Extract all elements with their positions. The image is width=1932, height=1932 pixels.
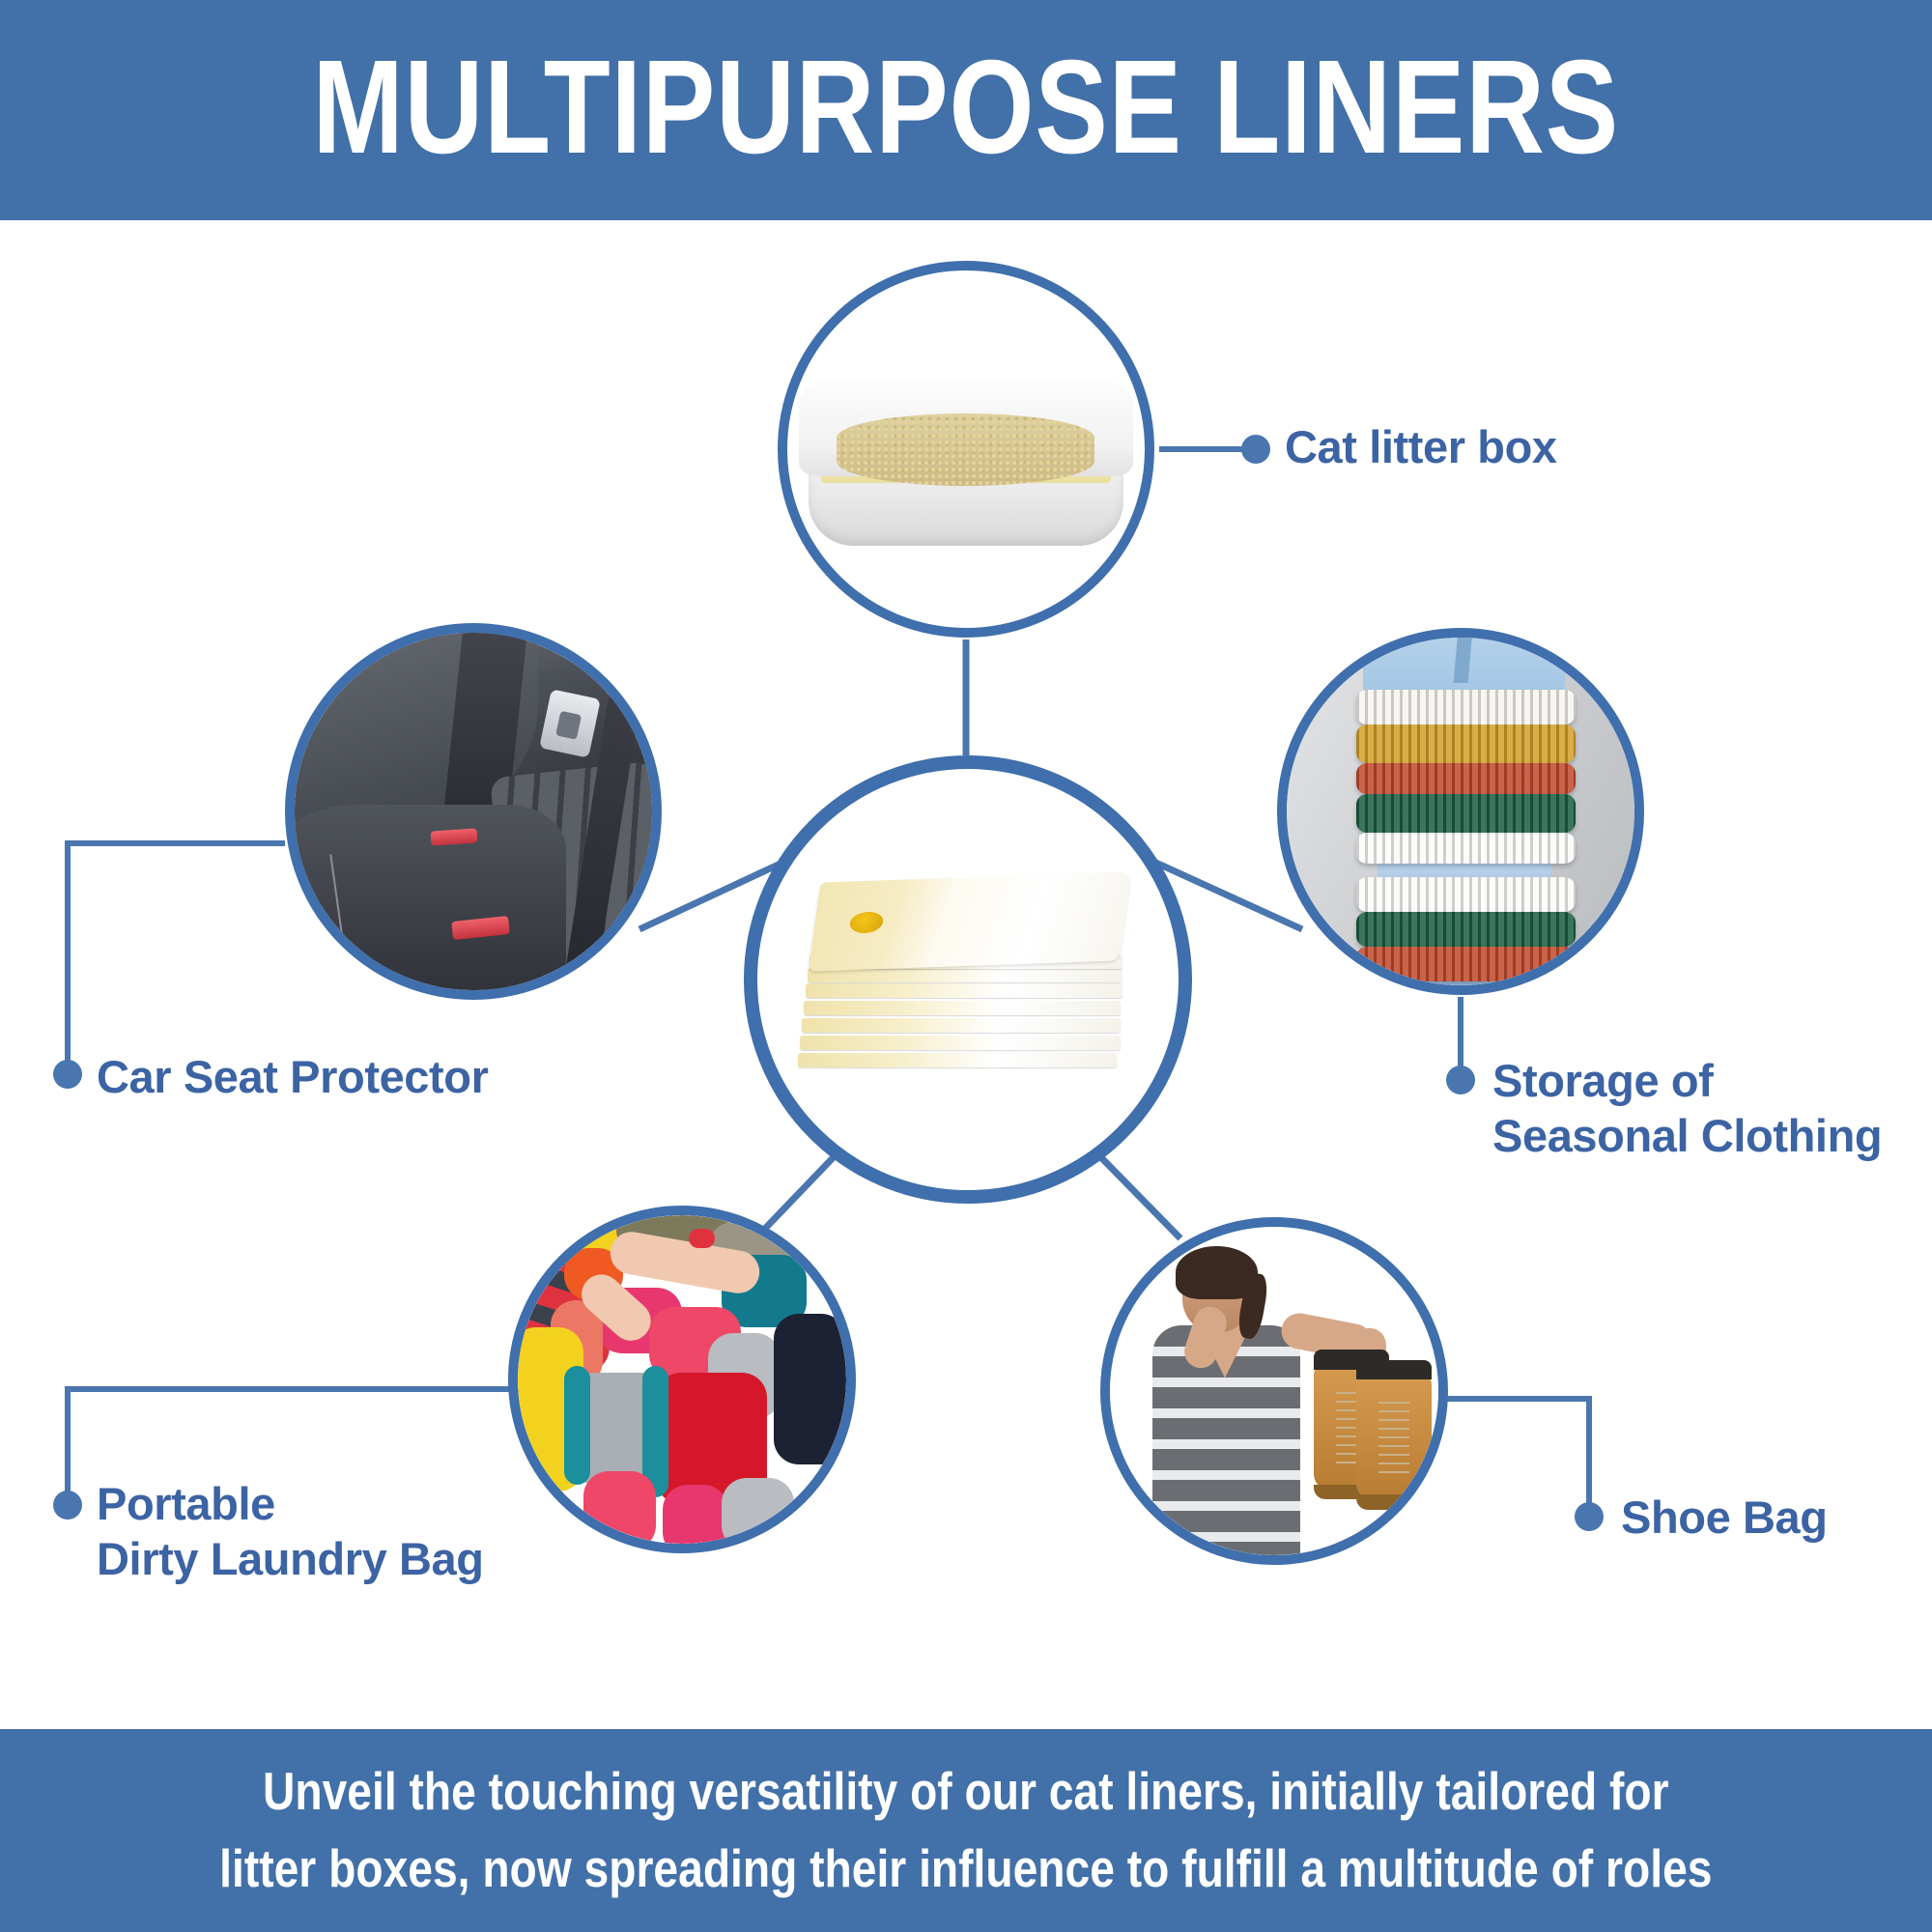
connector-shoe-bag-label bbox=[1438, 1396, 1592, 1507]
label-storage-seasonal-clothing: Storage of Seasonal Clothing bbox=[1492, 1055, 1883, 1162]
center-node-image bbox=[757, 769, 1179, 1190]
footer-banner: Unveil the touching versatility of our c… bbox=[0, 1729, 1932, 1932]
page-title: MULTIPURPOSE LINERS bbox=[312, 33, 1620, 182]
dot-clothing bbox=[1446, 1065, 1475, 1094]
litter-box-illustration bbox=[799, 379, 1133, 546]
label-shoe-bag: Shoe Bag bbox=[1621, 1492, 1828, 1543]
node-storage-seasonal-clothing[interactable] bbox=[1277, 628, 1644, 995]
car-seat-image bbox=[295, 633, 652, 990]
connector-dots bbox=[53, 435, 1604, 1531]
shoe-bag-illustration bbox=[1110, 1227, 1438, 1555]
dot-cat-litter-box bbox=[1241, 435, 1270, 464]
node-portable-dirty-laundry-bag[interactable] bbox=[508, 1206, 856, 1553]
node-car-seat-protector[interactable] bbox=[285, 623, 662, 1000]
label-cat-litter-box: Cat litter box bbox=[1285, 421, 1557, 472]
node-cat-litter-box[interactable] bbox=[778, 261, 1154, 638]
dirty-laundry-image bbox=[518, 1215, 846, 1544]
seasonal-clothing-image bbox=[1287, 638, 1634, 985]
connector-car-seat-label bbox=[65, 840, 285, 1074]
label-portable-dirty-laundry-bag: Portable Dirty Laundry Bag bbox=[97, 1478, 484, 1585]
dot-laundry bbox=[53, 1491, 82, 1520]
cat-litter-box-image bbox=[787, 270, 1145, 628]
connector-laundry-label bbox=[65, 1386, 522, 1505]
footer-caption: Unveil the touching versatility of our c… bbox=[219, 1761, 1713, 1898]
car-seat-illustration bbox=[295, 633, 652, 990]
sweater-stack-illustration bbox=[1287, 638, 1634, 985]
laundry-pile-illustration bbox=[518, 1215, 846, 1544]
liner-stack-illustration bbox=[794, 871, 1142, 1099]
node-shoe-bag[interactable] bbox=[1100, 1217, 1448, 1565]
dot-car-seat bbox=[53, 1060, 82, 1089]
label-car-seat-protector: Car Seat Protector bbox=[97, 1051, 489, 1102]
dot-shoe-bag bbox=[1575, 1502, 1604, 1531]
shoe-bag-image bbox=[1110, 1227, 1438, 1555]
center-node-liners[interactable] bbox=[744, 755, 1192, 1204]
header-banner: MULTIPURPOSE LINERS bbox=[0, 0, 1932, 220]
